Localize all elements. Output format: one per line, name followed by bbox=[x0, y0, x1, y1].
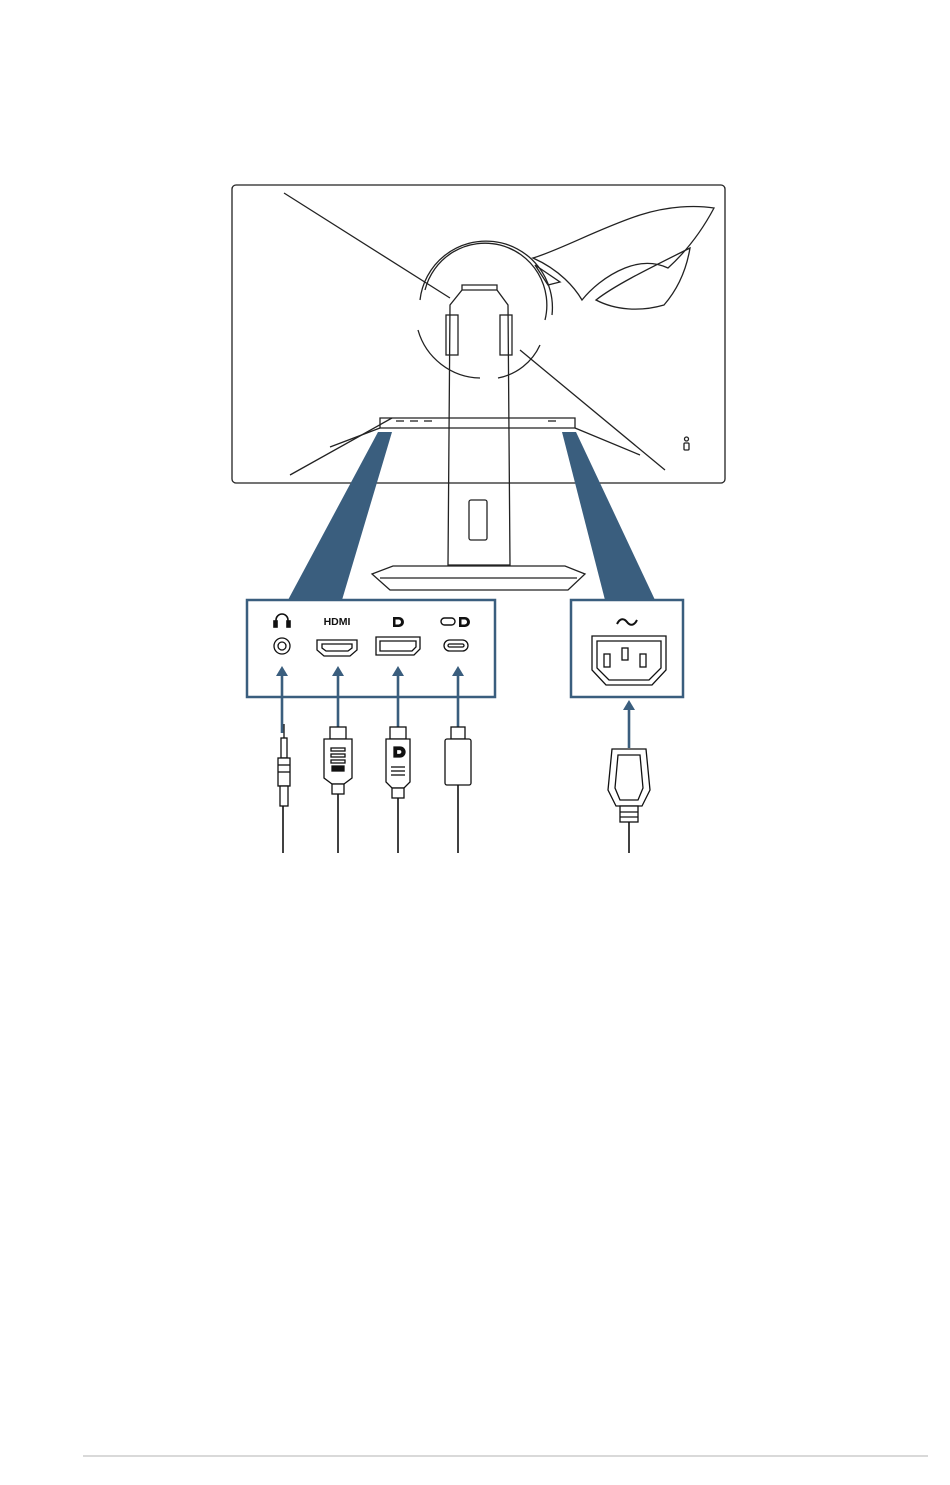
displayport-plug bbox=[386, 727, 410, 853]
displayport-icon bbox=[393, 617, 404, 627]
monitor-back bbox=[232, 185, 725, 483]
usb-c-plug bbox=[445, 727, 471, 853]
rog-logo bbox=[533, 206, 714, 309]
monitor-panel bbox=[232, 185, 725, 483]
left-callout-wedge bbox=[288, 432, 392, 600]
hdmi-plug bbox=[324, 727, 352, 853]
lock-slot bbox=[684, 443, 689, 450]
footer-rule bbox=[83, 1455, 928, 1457]
cable-clip bbox=[469, 500, 487, 540]
hdmi-label: HDMI bbox=[324, 616, 351, 628]
power-plug bbox=[608, 749, 650, 853]
right-callout-wedge bbox=[562, 432, 655, 600]
monitor-stand bbox=[372, 241, 585, 590]
earphone-plug bbox=[278, 724, 290, 853]
